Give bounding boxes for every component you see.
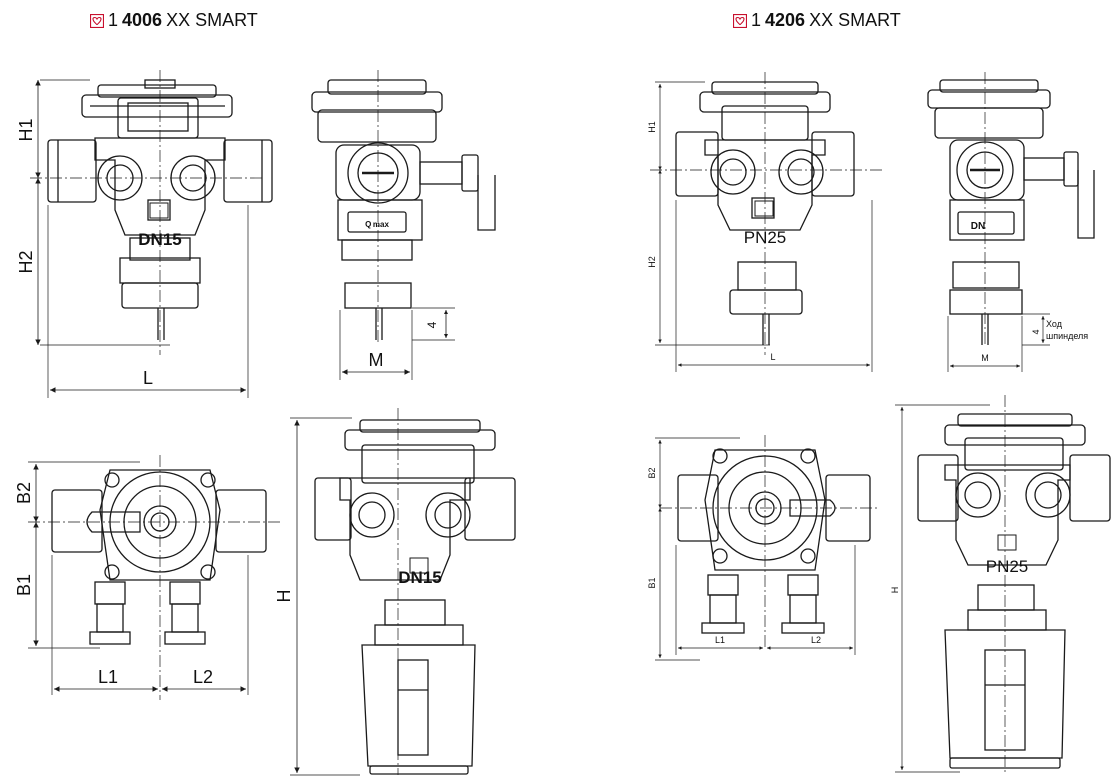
dim-l2-label: L2 (811, 635, 821, 645)
right-top-view (660, 435, 880, 650)
dim-h2-label: H2 (16, 250, 36, 273)
dim-l-label: L (770, 352, 775, 362)
brand-mark-icon (754, 200, 774, 217)
body-marking-dn15: DN15 (138, 230, 181, 249)
dim-b1-label: B1 (14, 574, 34, 596)
brand-mark-icon (409, 557, 429, 574)
right-title-suffix: XX SMART (809, 10, 901, 30)
body-marking-qmax: Q max (365, 220, 389, 229)
left-title-suffix: XX SMART (166, 10, 258, 30)
dim-b1-label: B1 (647, 577, 657, 588)
dim-m-label: M (981, 353, 989, 363)
right-title-code: 4206 (765, 10, 806, 30)
body-marking-pn25: PN25 (986, 557, 1029, 576)
spindle-stroke-label-2: шпинделя (1046, 331, 1088, 341)
left-title-prefix: 1 (108, 10, 119, 30)
right-front-view (650, 72, 885, 355)
dim-b2-label: B2 (14, 482, 34, 504)
dim-h-label: H (274, 590, 294, 603)
spindle-stroke-label: Ход (1046, 319, 1063, 329)
dim-l1-label: L1 (98, 667, 118, 687)
left-top-view (28, 455, 280, 700)
dim-h1-label: H1 (16, 118, 36, 141)
right-product-title: 1 4206 XX SMART (733, 10, 901, 31)
dim-m-label: M (369, 350, 384, 370)
dim-b2-label: B2 (647, 467, 657, 478)
dim-l-label: L (143, 368, 153, 388)
right-side-view (927, 72, 1095, 345)
left-front-actuator-view (314, 408, 516, 775)
right-title-prefix: 1 (751, 10, 762, 30)
brand-mark-icon (997, 534, 1017, 551)
left-side-view (311, 70, 496, 345)
brand-mark-icon (149, 202, 169, 219)
dim-h-label: H (890, 587, 900, 594)
left-product-title: 1 4006 XX SMART (90, 10, 258, 31)
brand-logo-icon (90, 13, 104, 28)
dim-h1-label: H1 (647, 121, 657, 133)
dim-l2-label: L2 (193, 667, 213, 687)
right-front-actuator-view (917, 395, 1111, 775)
dim-l1-label: L1 (715, 635, 725, 645)
body-marking-pn25: PN25 (744, 228, 787, 247)
brand-logo-icon (733, 13, 747, 28)
left-title-code: 4006 (122, 10, 163, 30)
body-marking-dn15: DN15 (398, 568, 441, 587)
dim-4-label: 4 (1031, 329, 1041, 334)
dim-4-label: 4 (425, 321, 439, 328)
dim-h2-label: H2 (647, 256, 657, 268)
body-marking-dn: DN (971, 221, 985, 232)
left-front-view (30, 70, 273, 355)
